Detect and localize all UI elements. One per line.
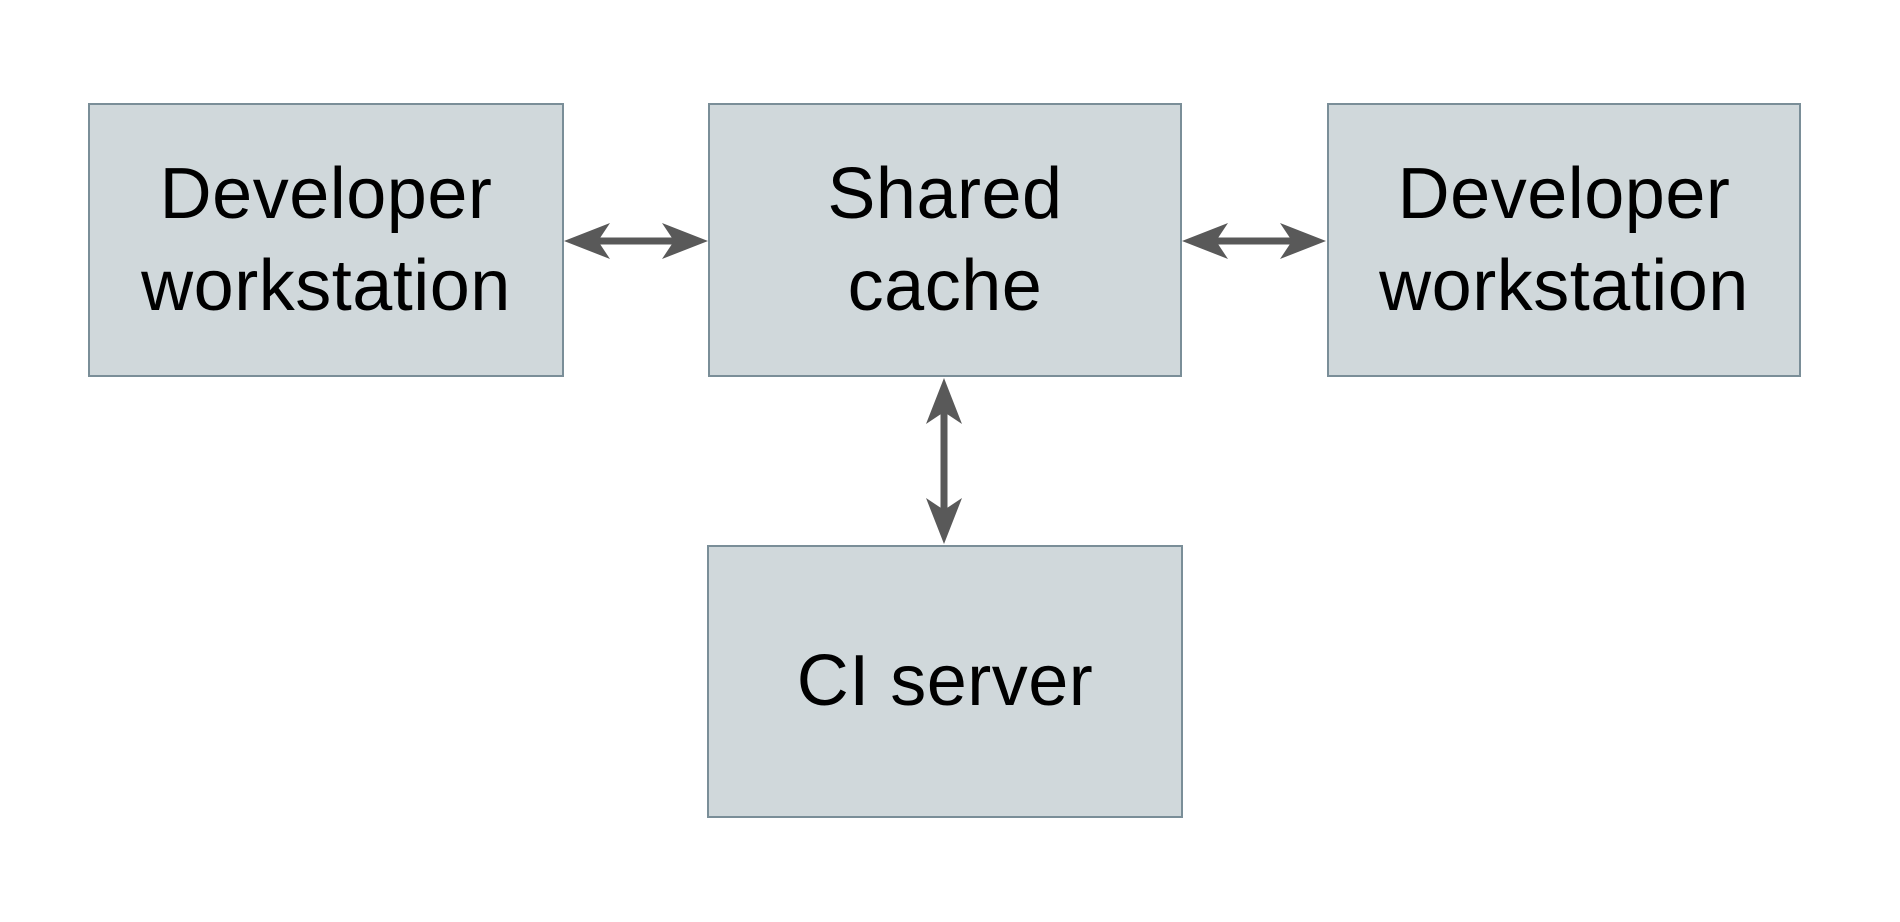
node-label: Developer workstation — [141, 153, 511, 326]
bidirectional-arrow-vertical — [926, 378, 962, 544]
bidirectional-arrow-right — [1182, 223, 1326, 259]
node-ci-server: CI server — [707, 545, 1183, 818]
node-label: Shared cache — [827, 153, 1063, 326]
node-developer-workstation-left: Developer workstation — [88, 103, 564, 377]
node-label: CI server — [796, 641, 1094, 722]
node-developer-workstation-right: Developer workstation — [1327, 103, 1801, 377]
node-shared-cache: Shared cache — [708, 103, 1182, 377]
node-label: Developer workstation — [1379, 153, 1749, 326]
bidirectional-arrow-left — [564, 223, 708, 259]
